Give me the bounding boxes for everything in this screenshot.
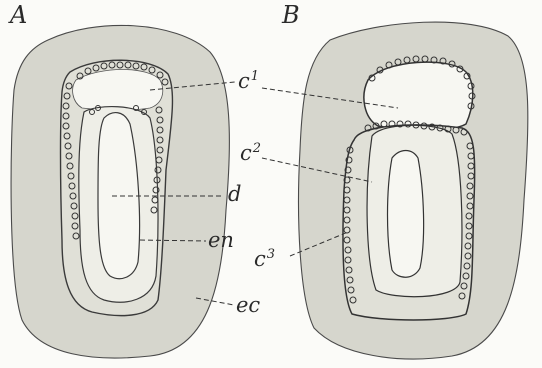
label-c3-base: c bbox=[254, 247, 266, 271]
label-c1-base: c bbox=[238, 69, 250, 93]
panel-b-gut-cavity bbox=[388, 151, 424, 278]
panel-a-label: A bbox=[10, 3, 27, 27]
label-c2-sup: 2 bbox=[253, 141, 261, 156]
label-c1: c1 bbox=[238, 70, 259, 92]
panel-b-coelom-c1 bbox=[364, 62, 473, 130]
label-c2-base: c bbox=[240, 141, 252, 165]
label-c3: c3 bbox=[254, 248, 275, 270]
panel-a-coelom-c1 bbox=[73, 70, 163, 111]
label-en: en bbox=[208, 230, 234, 251]
label-ec: ec bbox=[236, 295, 260, 316]
label-d: d bbox=[228, 184, 241, 205]
panel-a-section bbox=[11, 25, 229, 358]
panel-b-section bbox=[299, 22, 528, 359]
panel-b-label: B bbox=[282, 3, 300, 27]
label-c1-sup: 1 bbox=[251, 69, 259, 84]
label-c3-sup: 3 bbox=[267, 247, 275, 262]
label-c2: c2 bbox=[240, 142, 261, 164]
